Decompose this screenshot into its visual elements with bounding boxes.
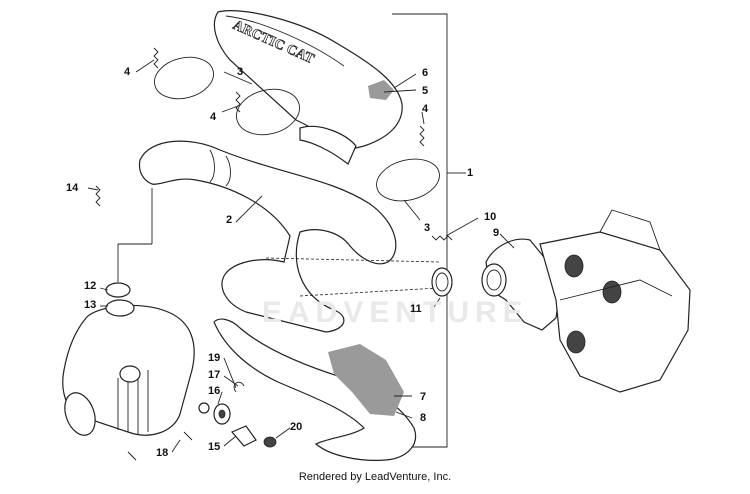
callout-16: 16 xyxy=(208,385,221,397)
muffler xyxy=(62,304,195,436)
engine-block xyxy=(539,209,691,393)
callout-15: 15 xyxy=(208,441,221,453)
upper-heat-shield: ARCTIC CAT xyxy=(213,10,403,165)
callout-4: 4 xyxy=(422,103,429,115)
callout-3: 3 xyxy=(424,222,431,234)
muffler-inlet xyxy=(105,188,153,317)
footer-credit: Rendered by LeadVenture, Inc. xyxy=(298,471,452,483)
exhaust-spring-rings xyxy=(154,56,440,202)
tension-springs xyxy=(95,47,453,241)
callout-8: 8 xyxy=(420,412,427,424)
callout-7: 7 xyxy=(420,391,427,403)
expansion-chamber xyxy=(138,140,441,333)
callout-9: 9 xyxy=(493,227,500,239)
callout-14: 14 xyxy=(66,182,79,194)
callout-3: 3 xyxy=(237,66,244,78)
callout-4: 4 xyxy=(210,111,217,123)
callout-17: 17 xyxy=(208,369,221,381)
watermark-text: EADVENTURE xyxy=(262,296,529,329)
gasket xyxy=(431,267,453,297)
callout-5: 5 xyxy=(422,85,429,97)
insulation-patch xyxy=(368,80,394,100)
exhaust-manifold xyxy=(481,238,561,331)
callout-19: 19 xyxy=(208,352,221,364)
lower-heat-shield xyxy=(213,318,417,461)
mount-hardware xyxy=(127,381,277,461)
callout-1: 1 xyxy=(467,167,474,179)
callout-4: 4 xyxy=(124,66,131,78)
group-bracket-1 xyxy=(392,13,462,448)
callout-6: 6 xyxy=(422,67,429,79)
callout-11: 11 xyxy=(410,303,422,315)
callout-13: 13 xyxy=(84,299,97,311)
callout-10: 10 xyxy=(484,211,497,223)
callout-20: 20 xyxy=(290,421,303,433)
leader-lines xyxy=(87,59,515,453)
callout-18: 18 xyxy=(156,447,169,459)
callout-2: 2 xyxy=(226,214,233,226)
callout-12: 12 xyxy=(84,280,97,292)
